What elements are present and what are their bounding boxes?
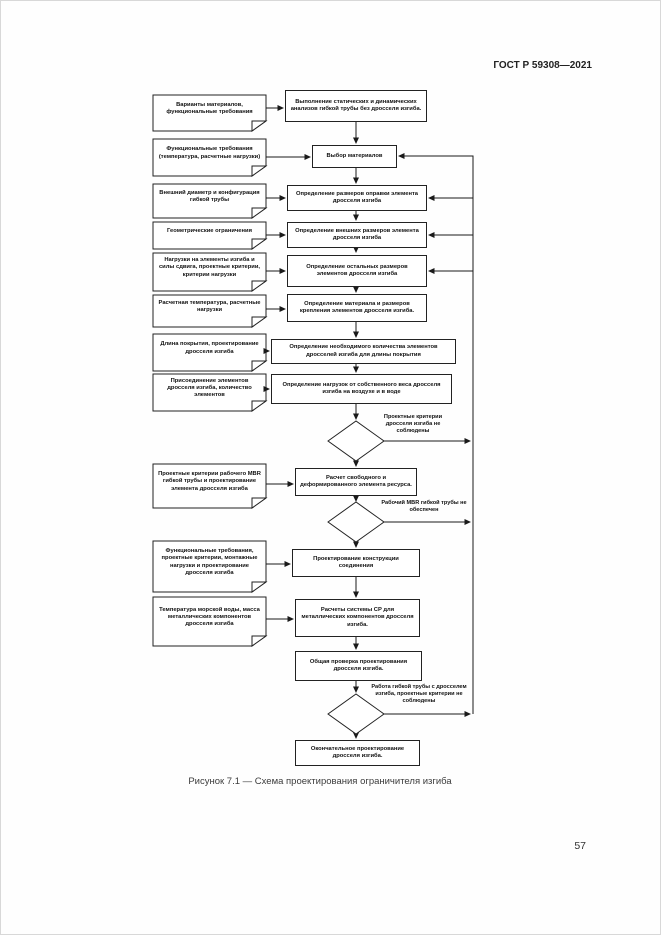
note-geometry-limits: Геометрические ограничения	[167, 227, 252, 234]
note-coverage-length: Длина покрытия, проектирование дросселя …	[160, 341, 259, 355]
note-functional-reqs: Функциональные требования (температура, …	[158, 146, 261, 160]
process-selfweight-loads: Определение нагрузок от собственного вес…	[271, 374, 452, 404]
process-interface-design: Проектирование конструкции соединения	[292, 549, 420, 577]
process-overall-check: Общая проверка проектирования дросселя и…	[295, 651, 422, 681]
process-final-design: Окончательное проектирование дросселя из…	[295, 740, 420, 766]
process-mandrel-dimensions: Определение размеров оправки элемента др…	[287, 185, 427, 211]
note-element-loads: Нагрузки на элементы изгиба и силы сдвиг…	[158, 257, 261, 278]
note-shapes	[152, 94, 268, 647]
figure-caption: Рисунок 7.1 — Схема проектирования огран…	[188, 776, 452, 787]
process-cp-system-calc: Расчеты системы CP для металлических ком…	[295, 599, 420, 637]
decision-label-mbr-not-met: Рабочий MBR гибкой трубы не обеспечен	[381, 500, 467, 513]
note-materials-options: Варианты материалов, функциональные треб…	[166, 101, 253, 115]
process-attachment-material: Определение материала и размеров креплен…	[287, 294, 427, 322]
decision-diamond-2	[327, 501, 385, 543]
page-header-standard-number: ГОСТ Р 59308—2021	[493, 60, 592, 71]
note-seawater-temperature: Температура морской воды, масса металлич…	[159, 606, 260, 628]
decision-diamond-3	[327, 693, 385, 735]
page-number: 57	[574, 840, 586, 852]
note-arrows	[263, 105, 311, 622]
note-mbr-criteria: Проектные критерии рабочего MBR гибкой т…	[158, 471, 261, 492]
note-interface-reqs: Функциональные требования, проектные кри…	[161, 548, 258, 576]
note-design-temperature: Расчетная температура, расчетные нагрузк…	[158, 299, 261, 313]
decision-diamond-1	[327, 420, 385, 462]
process-static-dynamic-analysis: Выполнение статических и динамических ан…	[285, 90, 427, 122]
note-element-attachment: Присоединение элементов дросселя изгиба,…	[167, 377, 252, 399]
process-remaining-dimensions: Определение остальных размеров элементов…	[287, 255, 427, 287]
process-material-selection: Выбор материалов	[312, 145, 397, 168]
process-deformation-calc: Расчет свободного и деформированного эле…	[295, 468, 417, 496]
decision-label-criteria-not-met: Проектные критерии дросселя изгиба не со…	[383, 414, 443, 434]
decision-label-final-not-met: Работа гибкой трубы с дросселем изгиба, …	[371, 684, 467, 704]
note-pipe-diameter: Внешний диаметр и конфигурация гибкой тр…	[159, 189, 260, 203]
process-element-count: Определение необходимого количества элем…	[271, 339, 456, 364]
process-outer-dimensions: Определение внешних размеров элемента др…	[287, 222, 427, 248]
feedback-lines	[384, 153, 474, 717]
